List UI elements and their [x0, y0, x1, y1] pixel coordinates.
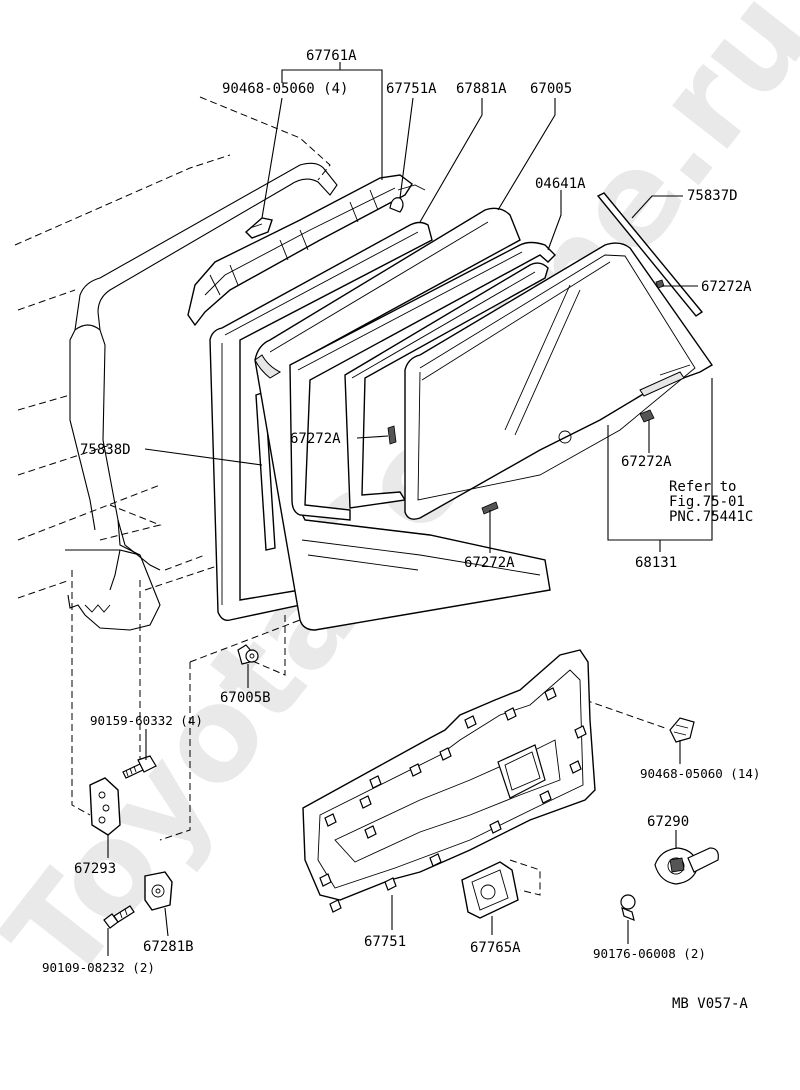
label-75838D: 75838D	[80, 442, 131, 458]
part-68131-glass	[404, 242, 714, 520]
part-75837D-strip	[596, 192, 704, 317]
label-67293: 67293	[74, 861, 116, 877]
label-67272A-top: 67272A	[701, 279, 752, 295]
part-67761A-rail	[187, 174, 426, 327]
part-67293-bracket	[89, 777, 121, 836]
label-67290: 67290	[647, 814, 689, 830]
label-68131: 68131	[635, 555, 677, 571]
label-67272A-center: 67272A	[290, 431, 341, 447]
label-90468-05060-14: 90468-05060 (14)	[640, 766, 760, 781]
part-67290-handle	[654, 847, 719, 885]
trim-clip-holes	[319, 687, 587, 913]
label-67765A: 67765A	[470, 940, 521, 956]
ref-note-line-1: Refer to	[669, 479, 736, 495]
part-90468-clip-14	[669, 717, 695, 743]
part-67005-back-door	[254, 207, 551, 631]
dashed-leaders	[71, 570, 666, 896]
label-90468-05060-4: 90468-05060 (4)	[222, 81, 348, 97]
leader-lines	[107, 62, 713, 956]
part-04641A-seal	[289, 241, 556, 521]
part-67765A-cover	[461, 861, 519, 919]
part-67281B-bracket	[144, 871, 173, 911]
ref-note-line-2: Fig.75-01	[669, 494, 745, 510]
part-67005B-clip	[237, 644, 259, 665]
label-67272A-bottom: 67272A	[464, 555, 515, 571]
part-67751-trim-board	[302, 649, 596, 913]
label-90109-08232-2: 90109-08232 (2)	[42, 960, 155, 975]
ref-note-line-3: PNC.75441C	[669, 509, 753, 525]
part-labels: 67761A 90468-05060 (4) 67751A 67881A 670…	[42, 48, 760, 1012]
label-67751: 67751	[364, 934, 406, 950]
label-67281B: 67281B	[143, 939, 194, 955]
label-67881A: 67881A	[456, 81, 507, 97]
label-04641A: 04641A	[535, 176, 586, 192]
label-90176-06008-2: 90176-06008 (2)	[593, 946, 706, 961]
part-67881A-weatherstrip	[209, 221, 433, 622]
label-67751A: 67751A	[386, 81, 437, 97]
figure-code: MB V057-A	[672, 996, 748, 1012]
label-67272A-right: 67272A	[621, 454, 672, 470]
label-90159-60332-4: 90159-60332 (4)	[90, 713, 203, 728]
label-75837D: 75837D	[687, 188, 738, 204]
part-90176-screw	[620, 894, 636, 921]
label-67761A: 67761A	[306, 48, 357, 64]
label-67005: 67005	[530, 81, 572, 97]
part-90159-bolt	[122, 755, 157, 779]
label-67005B: 67005B	[220, 690, 271, 706]
part-90109-bolt	[103, 905, 135, 929]
